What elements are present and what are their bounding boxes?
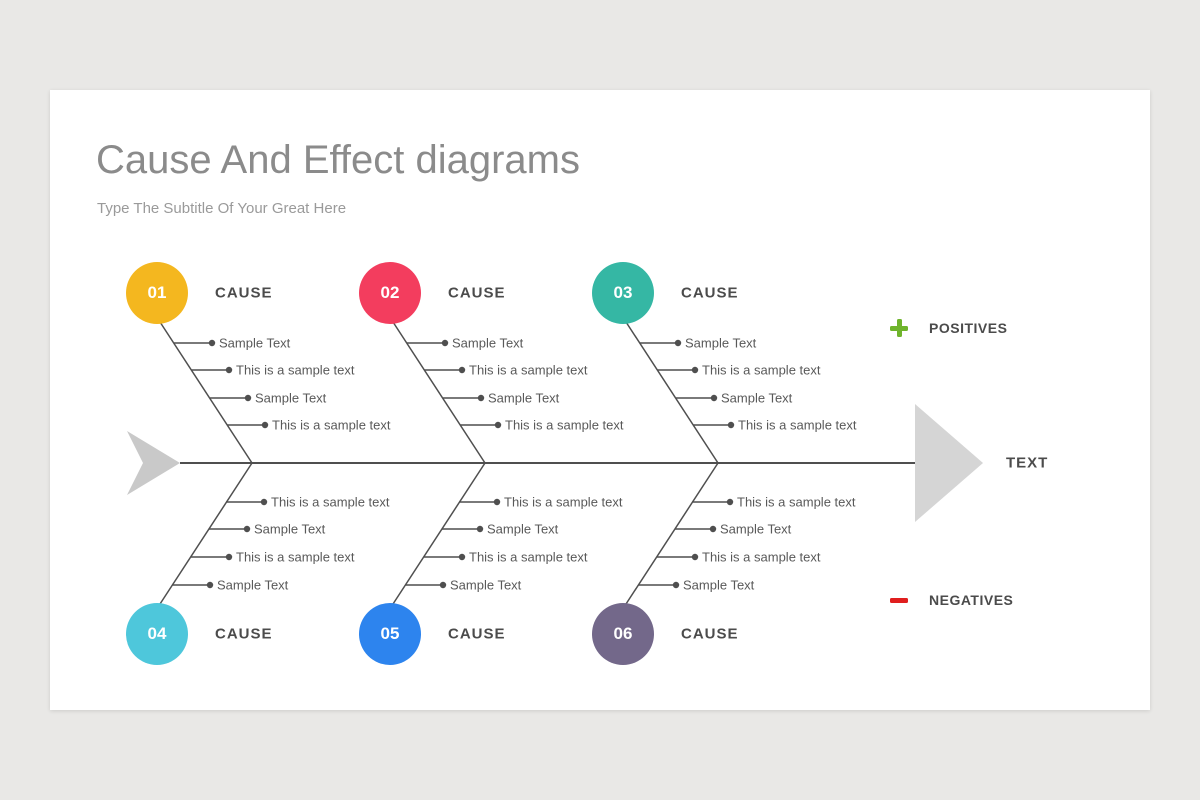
cause-number-03: 03 bbox=[613, 283, 633, 302]
branch-item-label: Sample Text bbox=[721, 390, 793, 406]
branch-item-label: This is a sample text bbox=[236, 362, 355, 378]
cause-circle-01: 01 bbox=[126, 262, 188, 324]
cause-circle-06: 06 bbox=[592, 603, 654, 665]
cause-number-01: 01 bbox=[147, 283, 167, 302]
fishbone-diagram: 01 02 03 04 05 06 CAUSE CAUSE CAUSE CAUS… bbox=[50, 90, 1150, 710]
branch-item-label: This is a sample text bbox=[702, 549, 821, 565]
negatives-label: NEGATIVES bbox=[929, 592, 1014, 608]
branch-item-label: This is a sample text bbox=[271, 494, 390, 510]
branch-bones-05 bbox=[392, 462, 501, 605]
cause-label-04: CAUSE bbox=[215, 625, 273, 643]
branch-item-label: Sample Text bbox=[487, 521, 559, 537]
cause-circle-02: 02 bbox=[359, 262, 421, 324]
branch-item-label: Sample Text bbox=[683, 577, 755, 593]
cause-circle-04: 04 bbox=[126, 603, 188, 665]
page-title: Cause And Effect diagrams bbox=[96, 138, 580, 182]
branch-item-label: Sample Text bbox=[685, 335, 757, 351]
cause-label-03: CAUSE bbox=[681, 284, 739, 302]
branch-item-label: Sample Text bbox=[255, 390, 327, 406]
effect-label: TEXT bbox=[1006, 454, 1049, 472]
cause-label-02: CAUSE bbox=[448, 284, 506, 302]
branch-item-label: Sample Text bbox=[488, 390, 560, 406]
branch-item-label: Sample Text bbox=[254, 521, 326, 537]
branch-bones-04 bbox=[159, 462, 268, 605]
branch-item-label: This is a sample text bbox=[505, 417, 624, 433]
positives-label: POSITIVES bbox=[929, 320, 1008, 336]
minus-icon-bar bbox=[890, 597, 908, 603]
branch-item-label: This is a sample text bbox=[737, 494, 856, 510]
branch-item-label: This is a sample text bbox=[272, 417, 391, 433]
branch-bones-03 bbox=[625, 321, 735, 464]
cause-circle-05: 05 bbox=[359, 603, 421, 665]
cause-number-02: 02 bbox=[380, 283, 400, 302]
slide-canvas: Cause And Effect diagrams Type The Subti… bbox=[50, 90, 1150, 710]
cause-label-06: CAUSE bbox=[681, 625, 739, 643]
branch-bones-06 bbox=[625, 462, 734, 605]
branch-item-label: Sample Text bbox=[452, 335, 524, 351]
cause-circle-03: 03 bbox=[592, 262, 654, 324]
plus-icon bbox=[890, 319, 908, 337]
branch-item-label: This is a sample text bbox=[702, 362, 821, 378]
branch-item-label: Sample Text bbox=[720, 521, 792, 537]
branch-item-label: Sample Text bbox=[217, 577, 289, 593]
branch-bones-01 bbox=[159, 321, 269, 464]
cause-label-01: CAUSE bbox=[215, 284, 273, 302]
branch-item-label: This is a sample text bbox=[738, 417, 857, 433]
branch-item-label: This is a sample text bbox=[469, 549, 588, 565]
branch-item-label: This is a sample text bbox=[236, 549, 355, 565]
minus-icon bbox=[890, 591, 908, 609]
fishbone-skeleton bbox=[127, 321, 983, 605]
branch-item-label: This is a sample text bbox=[469, 362, 588, 378]
effect-arrow-icon bbox=[915, 404, 983, 522]
plus-icon-bar bbox=[896, 319, 902, 337]
cause-number-06: 06 bbox=[613, 624, 633, 643]
branch-item-label: This is a sample text bbox=[504, 494, 623, 510]
branch-item-label: Sample Text bbox=[219, 335, 291, 351]
cause-label-05: CAUSE bbox=[448, 625, 506, 643]
cause-number-04: 04 bbox=[147, 624, 167, 643]
cause-number-05: 05 bbox=[380, 624, 400, 643]
branch-bones-02 bbox=[392, 321, 502, 464]
page-subtitle: Type The Subtitle Of Your Great Here bbox=[97, 200, 347, 217]
branch-item-label: Sample Text bbox=[450, 577, 522, 593]
spine-start-arrow-icon bbox=[127, 431, 180, 495]
